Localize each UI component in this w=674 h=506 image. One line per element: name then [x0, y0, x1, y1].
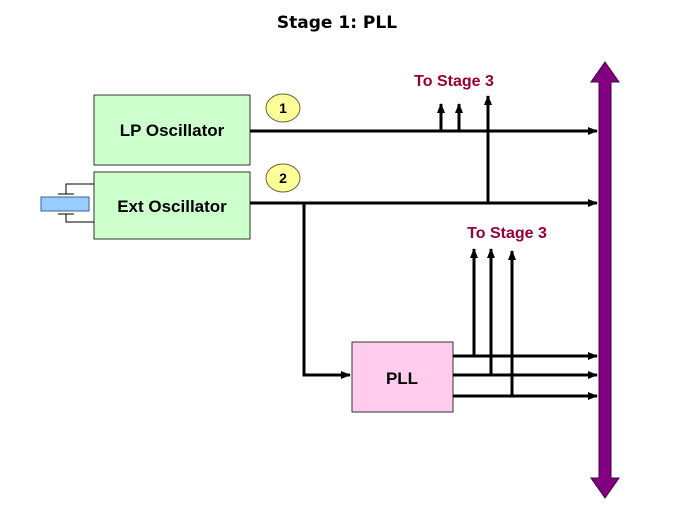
- pll-box: [351, 341, 454, 413]
- badge-1: 1: [265, 93, 301, 123]
- badge-1-text: 1: [279, 100, 287, 116]
- lp-oscillator-box: [93, 94, 251, 166]
- pll-label: PLL: [386, 369, 418, 388]
- ext-to-pll-wire: [302, 203, 351, 379]
- bidirectional-bus-icon: [590, 61, 620, 499]
- page-title: Stage 1: PLL: [277, 13, 397, 33]
- ext-oscillator-box: [93, 171, 251, 240]
- pll-block: PLL: [351, 341, 454, 413]
- lp-oscillator-block: LP Oscillator: [93, 94, 251, 166]
- badge-2-text: 2: [279, 170, 287, 186]
- badge-2: 2: [265, 163, 301, 193]
- ext-oscillator-label: Ext Oscillator: [117, 197, 227, 216]
- to-stage3-label-lower: To Stage 3: [467, 225, 547, 242]
- bus-arrow: [590, 61, 620, 499]
- lp-oscillator-label: LP Oscillator: [120, 121, 225, 140]
- ext-oscillator-block: Ext Oscillator: [93, 171, 251, 240]
- crystal-oscillator-icon: [40, 183, 94, 223]
- to-stage3-label-upper: To Stage 3: [414, 73, 494, 90]
